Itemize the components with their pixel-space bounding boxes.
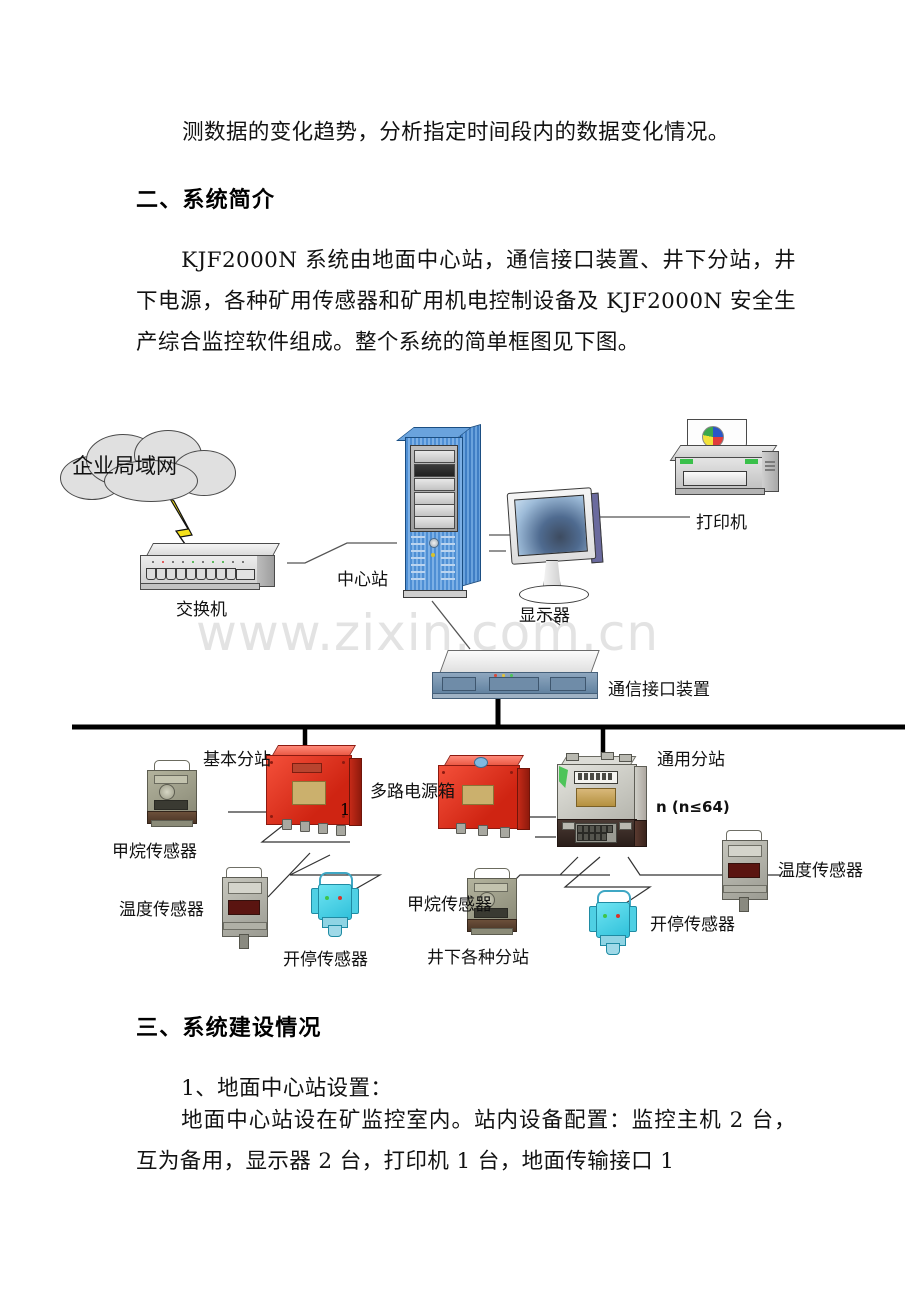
onoff-sensor-left-label: 开停传感器	[283, 950, 368, 970]
enterprise-lan-cloud	[60, 430, 236, 502]
printer-label: 打印机	[696, 513, 747, 533]
network-switch	[140, 543, 287, 590]
printer-device	[669, 419, 785, 504]
onoff-sensor-left	[305, 872, 367, 950]
basic-substation-box	[266, 745, 368, 845]
methane-sensor-left-label: 甲烷传感器	[112, 842, 197, 862]
section-three-item-one: 1、地面中心站设置：	[181, 1076, 393, 1101]
communication-interface-device	[432, 650, 607, 700]
monitor-display	[505, 487, 610, 610]
onoff-sensor-right-label: 开停传感器	[650, 915, 735, 935]
methane-sensor-mid	[460, 868, 530, 940]
section-three-body: 地面中心站设在矿监控室内。站内设备配置：监控主机 2 台，互为备用，显示器 2 …	[136, 1108, 796, 1174]
general-substation-box	[557, 752, 647, 857]
onoff-sensor-right	[583, 890, 645, 968]
temperature-sensor-right	[716, 830, 778, 918]
monitor-label: 显示器	[519, 606, 570, 626]
substation-index-n: n (n≤64)	[656, 798, 730, 816]
heading-section-three: 三、系统建设情况	[136, 1016, 322, 1041]
temperature-sensor-left-label: 温度传感器	[119, 900, 204, 920]
heading-section-two: 二、系统简介	[136, 188, 276, 213]
multi-power-box-label: 多路电源箱	[370, 782, 455, 802]
general-substation-label: 通用分站	[657, 750, 725, 770]
basic-substation-label: 基本分站	[203, 750, 271, 770]
switch-label: 交换机	[176, 600, 227, 620]
methane-sensor-left	[140, 760, 210, 832]
comm-interface-label: 通信接口装置	[608, 680, 710, 700]
paragraph-system-intro: KJF2000N 系统由地面中心站，通信接口装置、井下分站，井下电源，各种矿用传…	[136, 248, 796, 355]
center-station-label: 中心站	[337, 570, 388, 590]
paragraph-top: 测数据的变化趋势，分析指定时间段内的数据变化情况。	[182, 120, 730, 145]
methane-sensor-mid-label: 甲烷传感器	[407, 895, 492, 915]
substation-index-1: 1	[340, 800, 351, 819]
system-architecture-diagram: 企业局域网 交换机	[0, 405, 920, 985]
temperature-sensor-left	[216, 867, 278, 955]
multi-power-supply-box	[438, 755, 538, 847]
cloud-label: 企业局域网	[72, 454, 177, 478]
underground-substations-label: 井下各种分站	[427, 948, 529, 968]
temperature-sensor-right-label: 温度传感器	[778, 861, 863, 881]
center-station-server	[396, 423, 489, 598]
